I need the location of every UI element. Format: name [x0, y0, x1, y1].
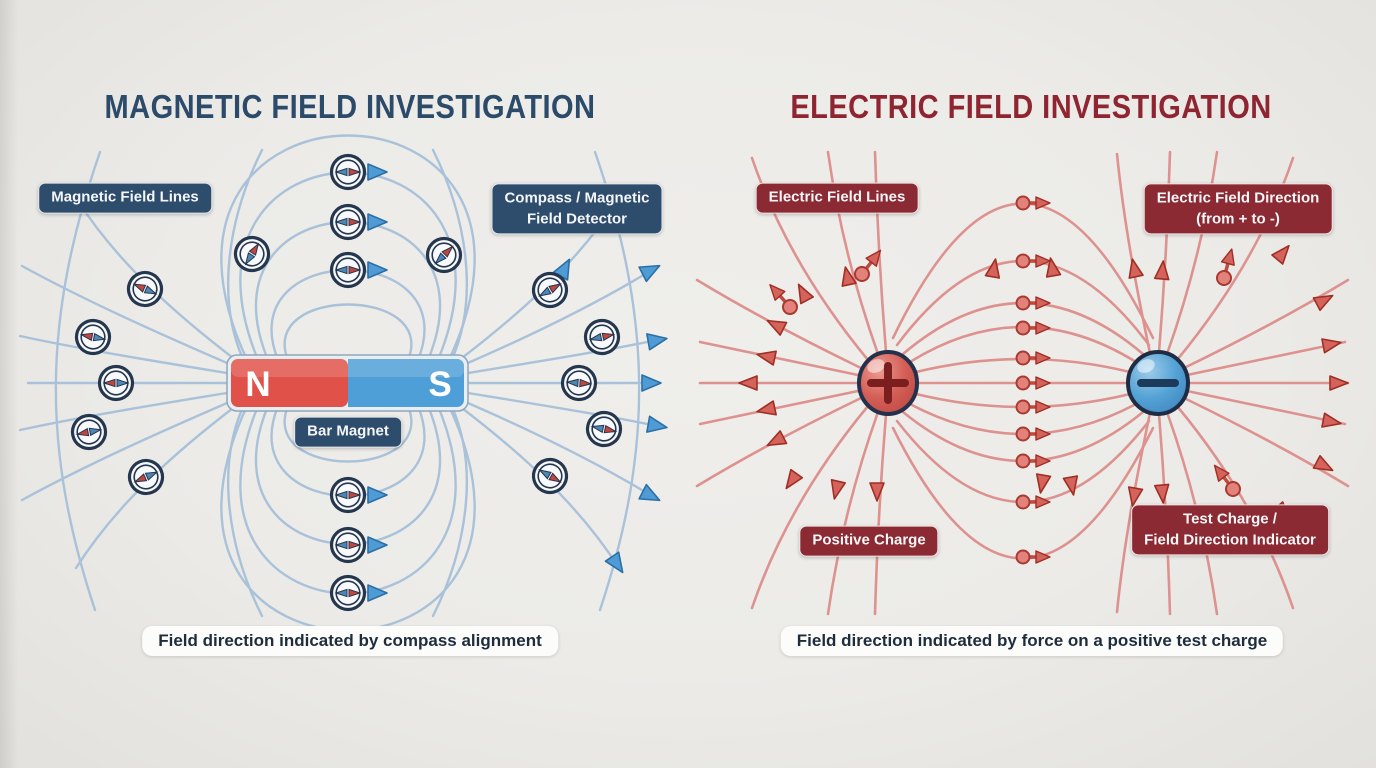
field-arrow-icon — [638, 483, 665, 509]
south-pole-label: S — [428, 365, 451, 404]
label-field-direction: Electric Field Direction (from + to -) — [1143, 183, 1333, 235]
compass-icon — [559, 363, 599, 403]
test-charge-dot-icon — [1014, 493, 1052, 511]
field-arrow-icon — [779, 468, 804, 494]
compass-icon — [329, 251, 367, 289]
positive-charge-icon — [857, 350, 919, 416]
test-charge-dot-icon — [1014, 349, 1052, 367]
field-arrow-icon — [1153, 259, 1172, 281]
field-arrow-icon — [763, 430, 788, 453]
label-field-direction-line1: Electric Field Direction — [1156, 189, 1320, 207]
compass-icon — [329, 526, 367, 564]
label-test-charge: Test Charge / Field Direction Indicator — [1131, 504, 1329, 556]
field-arrow-icon — [1321, 412, 1344, 432]
label-magnetic-field-lines: Magnetic Field Lines — [38, 182, 212, 214]
magnetic-panel-title: MAGNETIC FIELD INVESTIGATION — [104, 88, 596, 125]
magnet-north-half — [231, 359, 348, 407]
field-arrow-icon — [1329, 375, 1349, 391]
compass-icon — [329, 153, 367, 191]
bar-magnet-graphic: N S — [226, 354, 469, 412]
test-charge-dot-column — [1014, 194, 1052, 566]
field-arrow-icon — [826, 479, 846, 502]
field-arrow-icon — [1124, 256, 1144, 279]
test-charge-dot-icon — [1014, 548, 1052, 566]
field-arrow-icon — [646, 415, 670, 437]
electric-caption: Field direction indicated by force on a … — [780, 626, 1284, 656]
test-charge-dot-icon — [1014, 294, 1052, 312]
field-arrow-icon — [738, 375, 758, 391]
test-charge-dot-icon — [1014, 319, 1052, 337]
field-arrow-icon — [869, 482, 885, 502]
field-arrow-icon — [641, 374, 662, 392]
field-arrow-icon — [754, 400, 777, 420]
compass-icon — [72, 316, 114, 358]
label-field-direction-line2: (from + to -) — [1196, 210, 1280, 227]
magnet-sheen — [231, 359, 464, 377]
compass-icon — [419, 230, 469, 280]
label-positive-charge: Positive Charge — [799, 525, 939, 557]
test-charge-dot-icon — [1014, 452, 1052, 470]
compass-icon — [580, 315, 624, 359]
charge-highlight — [867, 359, 885, 373]
compass-icon — [122, 453, 170, 501]
compass-icon — [329, 476, 367, 514]
test-charge-marker-icon — [762, 278, 802, 319]
field-arrow-icon — [1321, 334, 1344, 354]
field-arrow-icon — [791, 280, 815, 305]
compass-icon — [227, 229, 277, 279]
compass-icon — [329, 203, 367, 241]
test-charge-dot-icon — [1014, 425, 1052, 443]
field-arrow-icon — [604, 551, 631, 578]
electric-panel-title: ELECTRIC FIELD INVESTIGATION — [790, 88, 1272, 125]
field-arrow-icon — [1032, 473, 1052, 495]
test-charge-marker-icon — [1207, 459, 1245, 501]
negative-charge-icon — [1126, 350, 1190, 416]
compass-icon — [582, 407, 626, 451]
field-arrow-icon — [754, 346, 777, 366]
field-arrow-icon — [1271, 240, 1296, 265]
magnetic-caption: Field direction indicated by compass ali… — [142, 626, 558, 656]
compass-icon — [97, 364, 135, 402]
label-test-charge-line2: Field Direction Indicator — [1144, 531, 1316, 548]
test-charge-dot-icon — [1014, 252, 1052, 270]
field-arrow-icon — [638, 257, 665, 283]
label-electric-field-lines: Electric Field Lines — [755, 182, 919, 214]
compass-icon — [121, 265, 169, 313]
label-compass-detector: Compass / Magnetic Field Detector — [491, 183, 663, 235]
test-charge-dot-icon — [1014, 374, 1052, 392]
label-bar-magnet: Bar Magnet — [294, 416, 402, 448]
charge-highlight — [1137, 359, 1155, 373]
magnet-south-half — [348, 359, 464, 407]
north-pole-label: N — [245, 365, 270, 404]
label-compass-detector-line2: Field Detector — [526, 210, 628, 227]
label-compass-detector-line1: Compass / Magnetic — [504, 189, 650, 207]
field-arrow-icon — [1153, 483, 1172, 505]
plus-sign — [867, 362, 909, 404]
label-test-charge-line1: Test Charge / — [1183, 510, 1277, 528]
compass-icon — [525, 451, 575, 501]
compass-icon — [329, 574, 367, 612]
field-arrow-icon — [763, 313, 788, 336]
test-charge-dot-icon — [1014, 398, 1052, 416]
field-arrow-icon — [646, 329, 670, 351]
